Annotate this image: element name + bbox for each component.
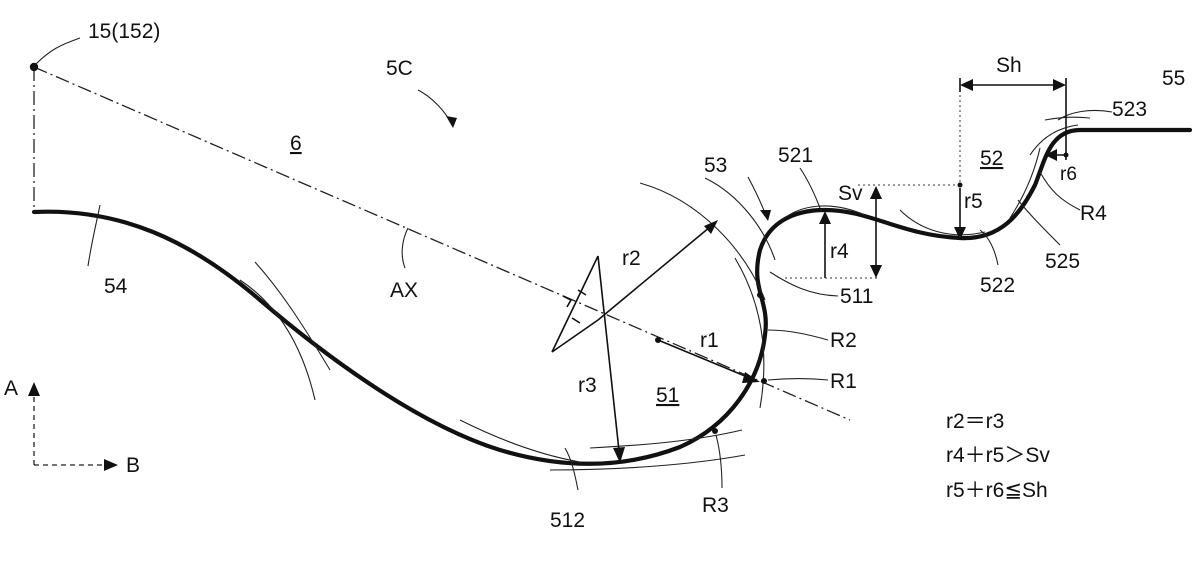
axis-ax-line [33,66,851,421]
sh-arrow-right [1053,79,1066,91]
leader-5c [417,89,453,126]
leader-R2 [767,329,829,341]
label-52: 52 [980,147,1003,170]
label-r6: r6 [1060,164,1077,185]
sv-arrow-top [870,186,882,199]
leader-53-arrow [760,210,771,221]
label-55: 55 [1162,67,1185,90]
label-R2: R2 [830,329,857,352]
arc-525 [1009,147,1041,219]
sh-arrow-left [960,79,973,91]
label-6: 6 [290,132,302,155]
r6-arrowhead [1045,149,1057,161]
arc-54-region [254,261,331,371]
label-A: A [4,377,18,400]
leader-521 [799,167,821,209]
label-512: 512 [550,509,585,532]
arc-523 [1044,116,1091,121]
leader-511 [769,271,839,297]
leader-R4 [1039,171,1081,211]
leader-523 [1057,109,1113,121]
r4-arrowhead [819,211,831,224]
r2-arrow-line [597,221,717,321]
point-r2 [757,292,763,298]
leader-54 [87,204,101,267]
label-511: 511 [840,285,873,308]
arc-r1 [734,257,765,409]
leader-522 [979,229,999,266]
center-r6 [1063,152,1069,158]
arc-r2 [639,182,766,301]
leader-R1 [767,377,829,381]
label-525: 525 [1045,250,1080,273]
label-B: B [126,454,140,477]
label-R4: R4 [1080,202,1107,225]
point-r1 [761,378,767,384]
point-r3 [712,428,718,434]
equation-3: r5＋r6≦Sh [946,479,1048,502]
leader-512 [564,447,579,491]
label-sv: Sv [838,182,863,205]
sv-arrow-bottom [870,265,882,278]
label-ax: AX [390,279,418,302]
equation-1: r2＝r3 [946,410,1004,433]
arc-r2-outer [704,177,776,261]
label-sh: Sh [996,54,1022,77]
arc-r3 [589,429,743,449]
leader-5c-arrow [446,116,457,128]
axis-b-arrowhead [104,459,118,471]
label-R1: R1 [830,370,857,393]
center-r5 [957,182,963,188]
equation-2: r4＋r5＞Sv [946,444,1050,467]
perp-mark [562,295,573,308]
label-54: 54 [104,275,128,298]
arc-r5 [899,209,986,236]
leader-R3 [715,434,723,489]
leader-15 [35,37,81,65]
label-r2: r2 [622,247,641,270]
leader-ax [401,227,409,269]
label-r5: r5 [964,190,983,213]
arc-54-lower [239,279,316,401]
hash-mark-2 [571,317,581,324]
arc-r3-bottom [549,454,746,471]
label-523: 523 [1112,98,1147,121]
point-15 [29,62,39,72]
leader-525 [1017,199,1061,246]
label-R3: R3 [702,494,729,517]
arc-r6 [1029,124,1079,156]
r5-arrowhead [954,227,966,240]
hash-mark-1 [577,289,587,296]
arc-r4 [781,205,866,221]
label-r4: r4 [830,240,849,263]
label-522: 522 [980,274,1015,297]
label-521: 521 [778,144,813,167]
r1-arrowhead [742,372,760,383]
center-construct-line-3 [597,255,621,461]
center-construct-line-2 [551,319,599,353]
label-53: 53 [704,154,727,177]
r3-arrowhead [613,447,625,463]
r1-arrow-line [657,339,758,382]
label-51: 51 [656,384,679,407]
axis-a-arrowhead [28,382,40,396]
label-5c: 5C [386,57,413,80]
r2-arrowhead [704,220,718,234]
label-15: 15(152) [88,20,160,43]
label-r1: r1 [700,329,719,352]
profile-curve [31,127,1193,466]
arc-512 [459,419,581,463]
center-construct-line-1 [551,255,599,353]
label-r3: r3 [578,374,597,397]
